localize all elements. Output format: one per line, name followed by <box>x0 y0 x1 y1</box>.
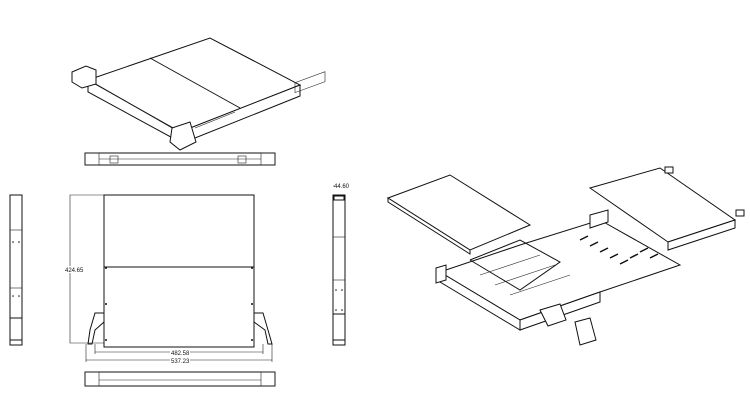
body-width-dimension: 482.58 <box>171 351 190 357</box>
left-side-view <box>9 194 23 346</box>
exploded-view <box>386 166 745 346</box>
bottom-front-view <box>84 371 276 387</box>
top-view: 424.65 482.58 537.23 <box>64 194 273 365</box>
overall-width-dimension: 537.23 <box>171 359 190 365</box>
right-side-view: 44.60 <box>332 182 350 346</box>
isometric-view <box>71 37 326 151</box>
depth-dimension: 424.65 <box>65 268 84 274</box>
height-dimension: 44.60 <box>334 184 350 190</box>
front-view <box>84 152 276 166</box>
